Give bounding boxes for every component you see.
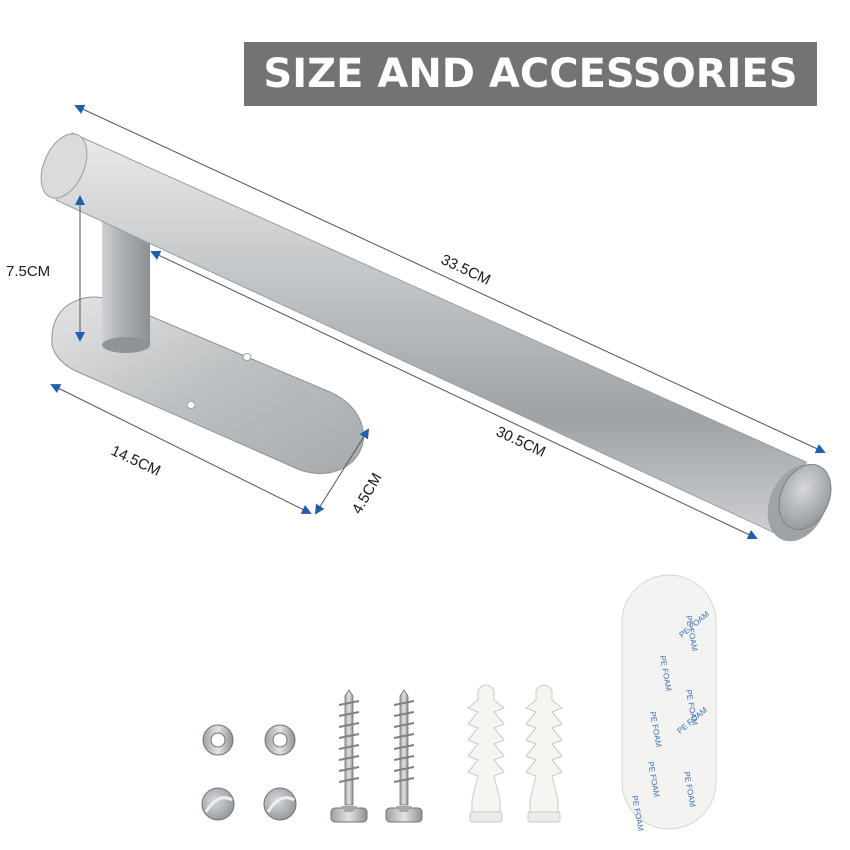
screw-icon <box>385 689 423 823</box>
adhesive-pad: PE FOAM PE FOAM PE FOAM PE FOAM PE FOAM … <box>621 574 717 832</box>
base-plate <box>51 296 365 475</box>
bar-length-arrow <box>150 250 758 540</box>
nut-icon <box>202 724 234 756</box>
cap-icon <box>201 787 235 821</box>
accessory-screws <box>330 689 423 823</box>
anchor-icon <box>467 684 505 823</box>
cap-icon <box>263 787 297 821</box>
dimension-lines <box>50 104 826 540</box>
anchor-icon <box>525 684 563 823</box>
label-bar-length: 30.5CM <box>493 423 548 461</box>
label-base-width: 4.5CM <box>349 470 386 517</box>
accessory-nuts <box>201 724 297 821</box>
base-width-arrow <box>314 428 370 515</box>
label-base-length: 14.5CM <box>108 442 163 480</box>
banner-title: SIZE AND ACCESSORIES <box>244 42 817 106</box>
screw-icon <box>330 689 368 823</box>
base-length-arrow <box>50 384 312 514</box>
label-total-length: 33.5CM <box>438 251 493 289</box>
accessory-anchors <box>467 684 563 823</box>
nut-icon <box>264 724 296 756</box>
label-post-height: 7.5CM <box>6 263 50 280</box>
